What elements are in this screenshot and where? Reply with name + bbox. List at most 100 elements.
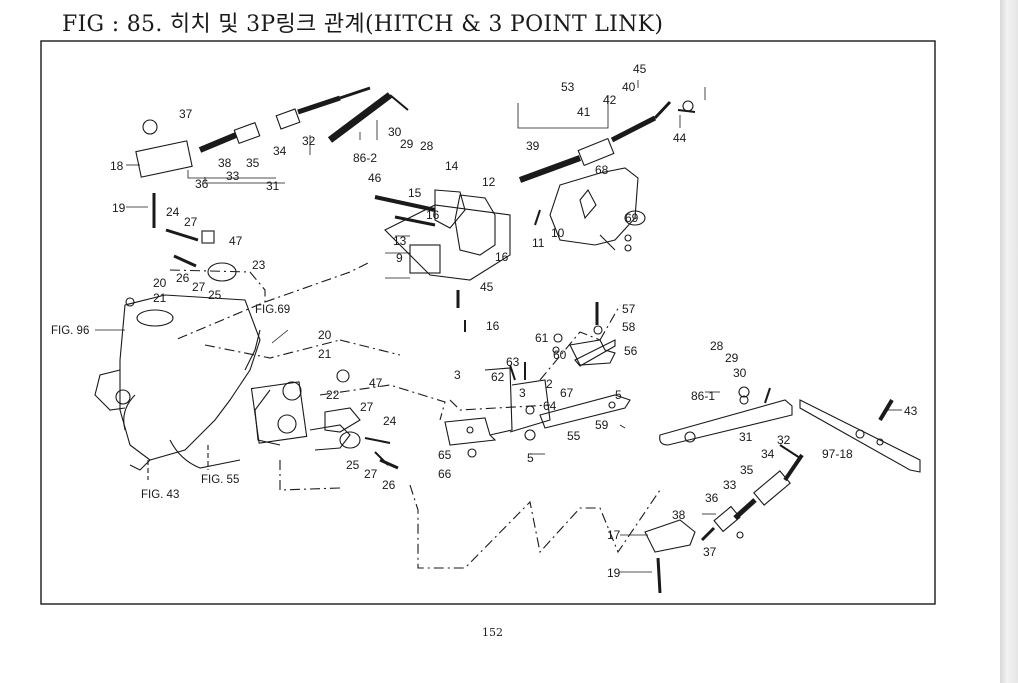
part-label: 5 [527,451,534,465]
figure-reference: FIG. 96 [51,325,89,337]
part-label: 67 [560,386,574,400]
figure-title: FIG : 85. 히치 및 3P링크 관계(HITCH & 3 POINT L… [62,12,664,37]
diagram-drawing: 37 18 19 38 36 35 33 34 31 32 86-2 30 29… [40,40,936,605]
part-label: 34 [761,447,775,461]
part-label: 18 [110,159,124,173]
part-label: 38 [672,508,686,522]
bracket-68 [534,167,646,252]
part-label: 61 [535,331,549,345]
part-label: 24 [383,414,397,428]
part-label: 35 [740,463,754,477]
part-label: 30 [388,125,402,139]
part-label: 27 [360,400,374,414]
part-label: 21 [318,347,332,361]
part-label: 25 [208,288,222,302]
part-label: 32 [777,433,791,447]
part-label: 3 [454,368,461,382]
rockshaft-center [374,189,511,332]
lift-rod-top-left [135,86,409,228]
figure-reference: FIG. 55 [201,474,239,486]
part-label: 86-1 [691,389,715,403]
bracket-bottom-center [444,362,551,458]
part-label: 15 [408,186,422,200]
part-label: 55 [567,429,581,443]
part-label: 17 [607,528,621,542]
part-label: 27 [364,467,378,481]
part-label: 47 [369,376,383,390]
label-leader-lines [95,80,902,573]
part-label: 43 [904,404,918,418]
figure-reference: FIG. 43 [141,489,179,501]
part-label: 33 [723,478,737,492]
diagram-border [40,40,936,605]
part-label: 40 [622,80,636,94]
pins-bottom-left [324,369,399,470]
parts-diagram: 37 18 19 38 36 35 33 34 31 32 86-2 30 29… [40,40,936,606]
part-label: 5 [615,388,622,402]
part-label: 64 [543,399,557,413]
part-label: 56 [624,344,638,358]
part-label: 86-2 [353,151,377,165]
part-label: 9 [396,251,403,265]
figure-reference: FIG.69 [255,304,290,316]
engine-housing [94,294,351,480]
part-label: 42 [603,93,617,107]
part-label: 36 [195,177,209,191]
part-label: 37 [179,107,193,121]
part-label: 22 [326,388,340,402]
part-label: 66 [438,467,452,481]
part-label: 59 [595,418,609,432]
lower-link-97-18 [799,398,921,473]
part-label: 32 [302,134,316,148]
part-label: 34 [273,144,287,158]
part-label: 60 [553,348,567,362]
part-label: 36 [705,491,719,505]
part-label: 29 [400,137,414,151]
part-label: 19 [607,566,621,580]
part-label: 63 [506,355,520,369]
part-label: 28 [710,339,724,353]
part-label: 37 [703,545,717,559]
part-label: 26 [382,478,396,492]
part-label: 53 [561,80,575,94]
part-label: 45 [633,62,647,76]
part-label: 68 [595,163,609,177]
part-label: 16 [495,250,509,264]
part-label: 21 [153,291,167,305]
part-label: 57 [622,302,636,316]
part-label: 27 [184,215,198,229]
part-label: 97-18 [822,447,853,461]
part-label: 39 [526,139,540,153]
part-label: 26 [176,271,190,285]
part-label: 46 [368,171,382,185]
part-label: 3 [519,386,526,400]
part-label: 35 [246,156,260,170]
part-label: 19 [112,201,126,215]
part-label: 29 [725,351,739,365]
part-label: 11 [532,236,545,250]
part-label: 33 [226,169,240,183]
part-label: 10 [551,226,565,240]
part-label: 23 [252,258,266,272]
plates-55-56 [524,302,631,441]
scan-page-edge [1000,0,1018,683]
part-label: 13 [393,234,407,248]
part-label: 25 [346,458,360,472]
part-label: 58 [622,320,636,334]
lift-rod-right [644,444,804,594]
part-label: 47 [229,234,243,248]
part-label: 28 [420,139,434,153]
part-label: 69 [625,211,639,225]
part-label: 45 [480,280,494,294]
part-label: 62 [491,370,505,384]
part-label: 16 [426,208,440,222]
part-label: 65 [438,448,452,462]
part-label: 30 [733,366,747,380]
part-label: 14 [445,159,459,173]
part-label: 44 [673,131,687,145]
part-label: 20 [153,276,167,290]
part-label: 20 [318,328,332,342]
part-label: 24 [166,205,180,219]
link-rod-center-top [518,100,696,183]
part-label: 27 [192,280,206,294]
